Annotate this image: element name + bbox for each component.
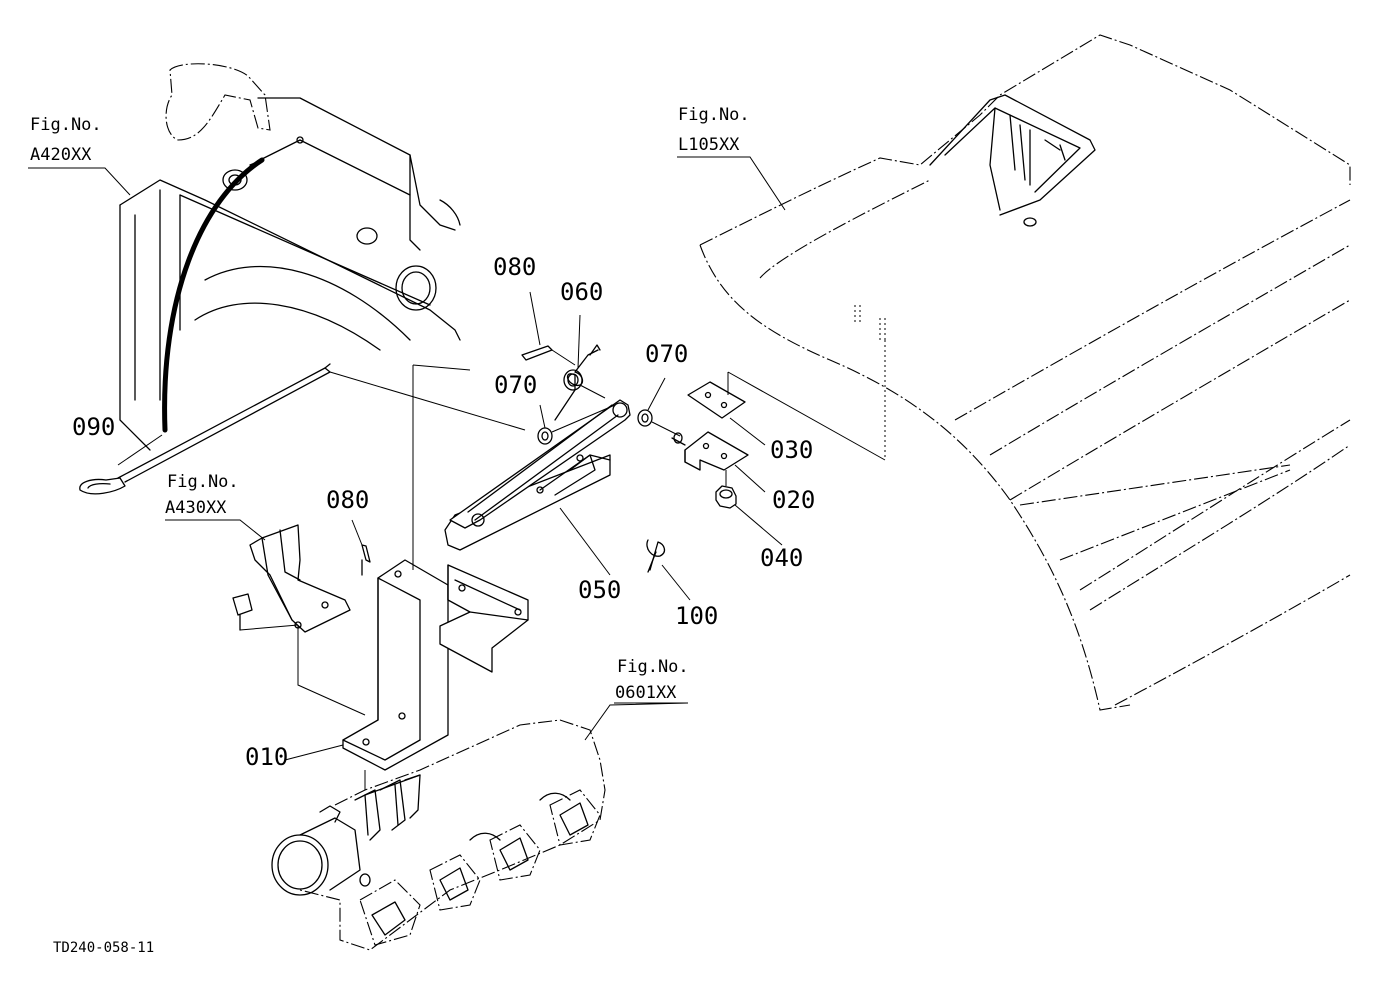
part-label-090: 090 <box>72 413 115 441</box>
pin-080-upper <box>521 345 576 366</box>
part-label-070-left: 070 <box>494 371 537 399</box>
fig-ref-a420-line1: Fig.No. <box>30 115 102 135</box>
fig-ref-l105-line1: Fig.No. <box>678 105 750 125</box>
part-label-030: 030 <box>770 436 813 464</box>
hood-panel <box>699 34 1351 711</box>
part-label-010: 010 <box>245 743 288 771</box>
lever-050 <box>444 399 631 551</box>
part-label-050: 050 <box>578 576 621 604</box>
washer-070-right <box>637 409 681 437</box>
spring-060 <box>554 344 606 421</box>
fig-ref-a430-line2: A430XX <box>165 498 227 518</box>
part-label-080-upper: 080 <box>493 253 536 281</box>
plate-030 <box>687 371 886 461</box>
fig-ref-a420-line2: A420XX <box>30 145 92 165</box>
part-label-040: 040 <box>760 544 803 572</box>
nut-040 <box>715 470 737 509</box>
drawing-code: TD240-058-11 <box>53 940 154 956</box>
part-label-100: 100 <box>675 602 718 630</box>
a430-bracket <box>232 524 366 716</box>
bracket-010 <box>342 364 529 790</box>
rod-090 <box>79 363 526 495</box>
clip-100 <box>646 539 666 573</box>
part-label-060: 060 <box>560 278 603 306</box>
leader-lines <box>28 156 786 761</box>
fan-shroud-assembly <box>119 63 461 451</box>
fig-ref-a430-line1: Fig.No. <box>167 472 239 492</box>
fig-ref-l105-line2: L105XX <box>678 135 740 155</box>
part-label-080-lower: 080 <box>326 486 369 514</box>
fig-ref-0601-line2: 0601XX <box>615 683 677 703</box>
pin-080-lower <box>361 544 371 576</box>
throttle-cable <box>162 157 265 433</box>
bracket-020 <box>671 431 749 471</box>
exhaust-manifold <box>271 719 606 951</box>
part-label-070-right: 070 <box>645 340 688 368</box>
fig-ref-0601-line1: Fig.No. <box>617 657 689 677</box>
part-label-020: 020 <box>772 486 815 514</box>
